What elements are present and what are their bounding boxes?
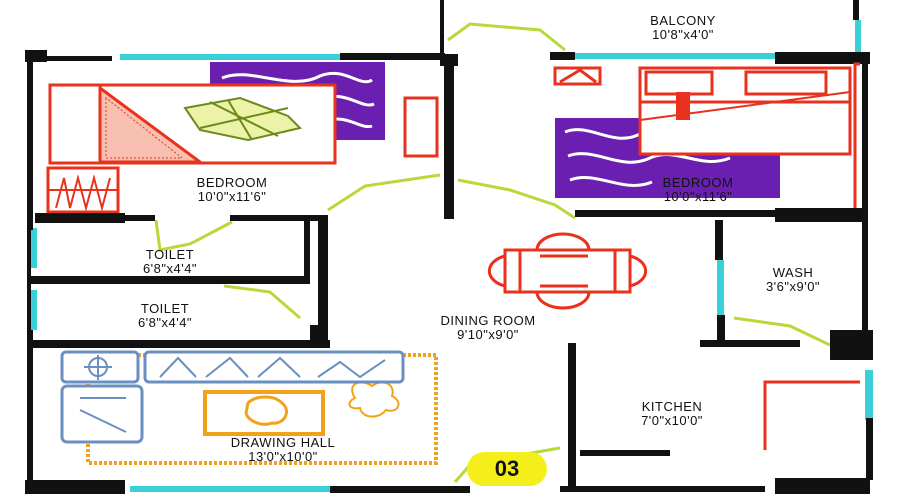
room-dimensions: 6'8"x4'4" — [137, 315, 193, 330]
dining-table — [487, 232, 648, 310]
room-label-kitchen: KITCHEN 7'0"x10'0" — [641, 400, 703, 428]
room-label-bedroom-left: BEDROOM 10'0"x11'6" — [197, 176, 268, 204]
room-label-balcony: BALCONY 10'8"x4'0" — [650, 14, 716, 42]
door-swings — [154, 22, 831, 483]
room-name: TOILET — [145, 247, 195, 262]
room-dimensions: 10'0"x11'6" — [197, 189, 267, 204]
room-dimensions: 6'8"x4'4" — [142, 261, 198, 276]
room-dimensions: 10'8"x4'0" — [652, 27, 714, 42]
room-label-toilet-lower: TOILET 6'8"x4'4" — [138, 302, 192, 330]
room-name: DINING ROOM — [440, 313, 536, 328]
room-label-drawing-hall: DRAWING HALL 13'0"x10'0" — [231, 436, 335, 464]
room-label-bedroom-right: BEDROOM 10'0"x11'6" — [663, 176, 734, 204]
right-bedroom-furniture — [553, 66, 852, 198]
left-bedroom-furniture — [46, 62, 439, 214]
windows — [29, 20, 873, 492]
kitchen-counter — [763, 62, 860, 450]
room-dimensions: 3'6"x9'0" — [765, 279, 821, 294]
room-dimensions: 10'0"x11'6" — [663, 189, 733, 204]
room-name: BEDROOM — [196, 175, 268, 190]
walls — [25, 0, 873, 494]
room-name: TOILET — [140, 301, 190, 316]
drawing-hall-furniture — [60, 350, 438, 465]
room-label-toilet-upper: TOILET 6'8"x4'4" — [143, 248, 197, 276]
room-name: DRAWING HALL — [230, 435, 336, 450]
room-dimensions: 13'0"x10'0" — [248, 449, 318, 464]
room-dimensions: 7'0"x10'0" — [641, 413, 703, 428]
unit-number-badge: 03 — [467, 452, 547, 486]
room-name: BALCONY — [650, 13, 716, 28]
room-label-wash: WASH 3'6"x9'0" — [766, 266, 820, 294]
room-name: BEDROOM — [662, 175, 734, 190]
room-dimensions: 9'10"x9'0" — [457, 327, 519, 342]
room-name: KITCHEN — [641, 399, 703, 414]
room-label-dining: DINING ROOM 9'10"x9'0" — [440, 314, 535, 342]
room-name: WASH — [772, 265, 814, 280]
